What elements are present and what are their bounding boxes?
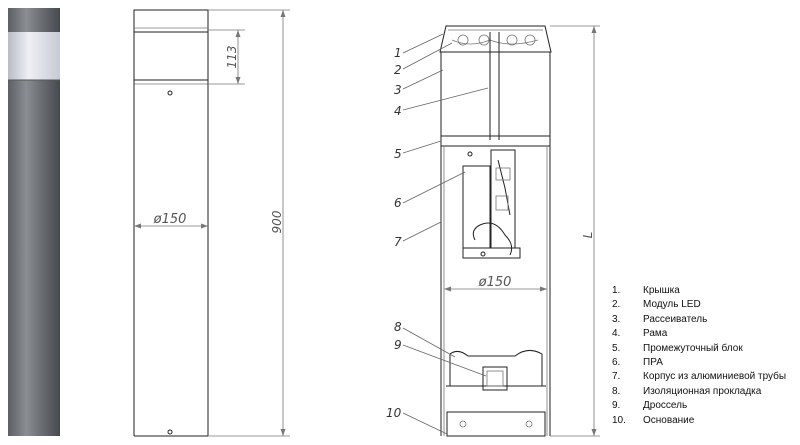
legend-number: 8. — [612, 385, 621, 397]
legend-text: ПРА — [643, 356, 663, 368]
legend-text: Основание — [643, 414, 695, 426]
ballast — [462, 149, 521, 259]
legend-text: Рассеиватель — [643, 313, 708, 325]
diffuser — [440, 51, 551, 137]
legend-number: 9. — [612, 400, 621, 412]
dim-length: L — [581, 232, 595, 239]
frame — [489, 32, 500, 140]
callout-6: 6 — [394, 196, 402, 210]
legend-number: 4. — [612, 328, 621, 340]
legend-number: 1. — [612, 285, 621, 296]
legend-item: 6. ПРА — [612, 356, 797, 370]
dim-diameter-section: ø150 — [478, 275, 512, 290]
legend-item: 7. Корпус из алюминиевой трубы — [612, 370, 797, 384]
legend-item: 3. Рассеиватель — [612, 313, 797, 327]
dim-cap-height: 113 — [225, 46, 239, 69]
legend-item: 10. Основание — [612, 414, 797, 428]
legend-text: Рама — [643, 328, 668, 340]
legend-item: 5. Промежуточный блок — [612, 342, 797, 356]
bollard-3d-render — [8, 8, 60, 436]
legend-number: 3. — [612, 313, 621, 325]
callout-2: 2 — [394, 63, 402, 77]
legend-text: Корпус из алюминиевой трубы — [643, 371, 787, 383]
callout-7: 7 — [394, 235, 402, 249]
legend-item: 4. Рама — [612, 327, 797, 341]
intermediate-block — [440, 135, 551, 147]
legend-number: 7. — [612, 371, 621, 383]
legend-item: 9. Дроссель — [612, 399, 797, 413]
bollard-side-view — [133, 9, 290, 437]
callout-1: 1 — [394, 46, 402, 60]
screw-icon — [167, 90, 173, 96]
insulation-gasket — [449, 350, 543, 387]
legend-item: 2. Модуль LED — [612, 298, 797, 312]
callout-5: 5 — [394, 147, 402, 161]
legend-item: 1. Крышка — [612, 284, 797, 298]
parts-legend: 1. Крышка 2. Модуль LED 3. Рассеиватель 4. Р… — [612, 284, 797, 428]
choke — [482, 366, 508, 391]
legend-text: Промежуточный блок — [643, 342, 743, 354]
legend-text: Модуль LED — [643, 299, 701, 311]
legend-number: 10. — [612, 414, 626, 426]
legend-item: 8. Изоляционная прокладка — [612, 385, 797, 399]
dim-diameter-side: ø150 — [153, 212, 187, 227]
callout-3: 3 — [394, 83, 402, 97]
legend-number: 2. — [612, 299, 621, 311]
legend-text: Изоляционная прокладка — [643, 385, 762, 397]
callout-4: 4 — [394, 104, 402, 118]
legend-number: 6. — [612, 356, 621, 368]
callout-9: 9 — [394, 338, 402, 352]
legend-number: 5. — [612, 342, 621, 354]
legend-text: Крышка — [643, 285, 680, 296]
base — [446, 411, 546, 437]
callout-10: 10 — [386, 406, 402, 420]
bollard-section-view — [402, 25, 600, 437]
legend-text: Дроссель — [643, 400, 688, 412]
callout-8: 8 — [394, 320, 402, 334]
dim-total-height: 900 — [270, 210, 284, 233]
screw-icon — [167, 429, 173, 435]
